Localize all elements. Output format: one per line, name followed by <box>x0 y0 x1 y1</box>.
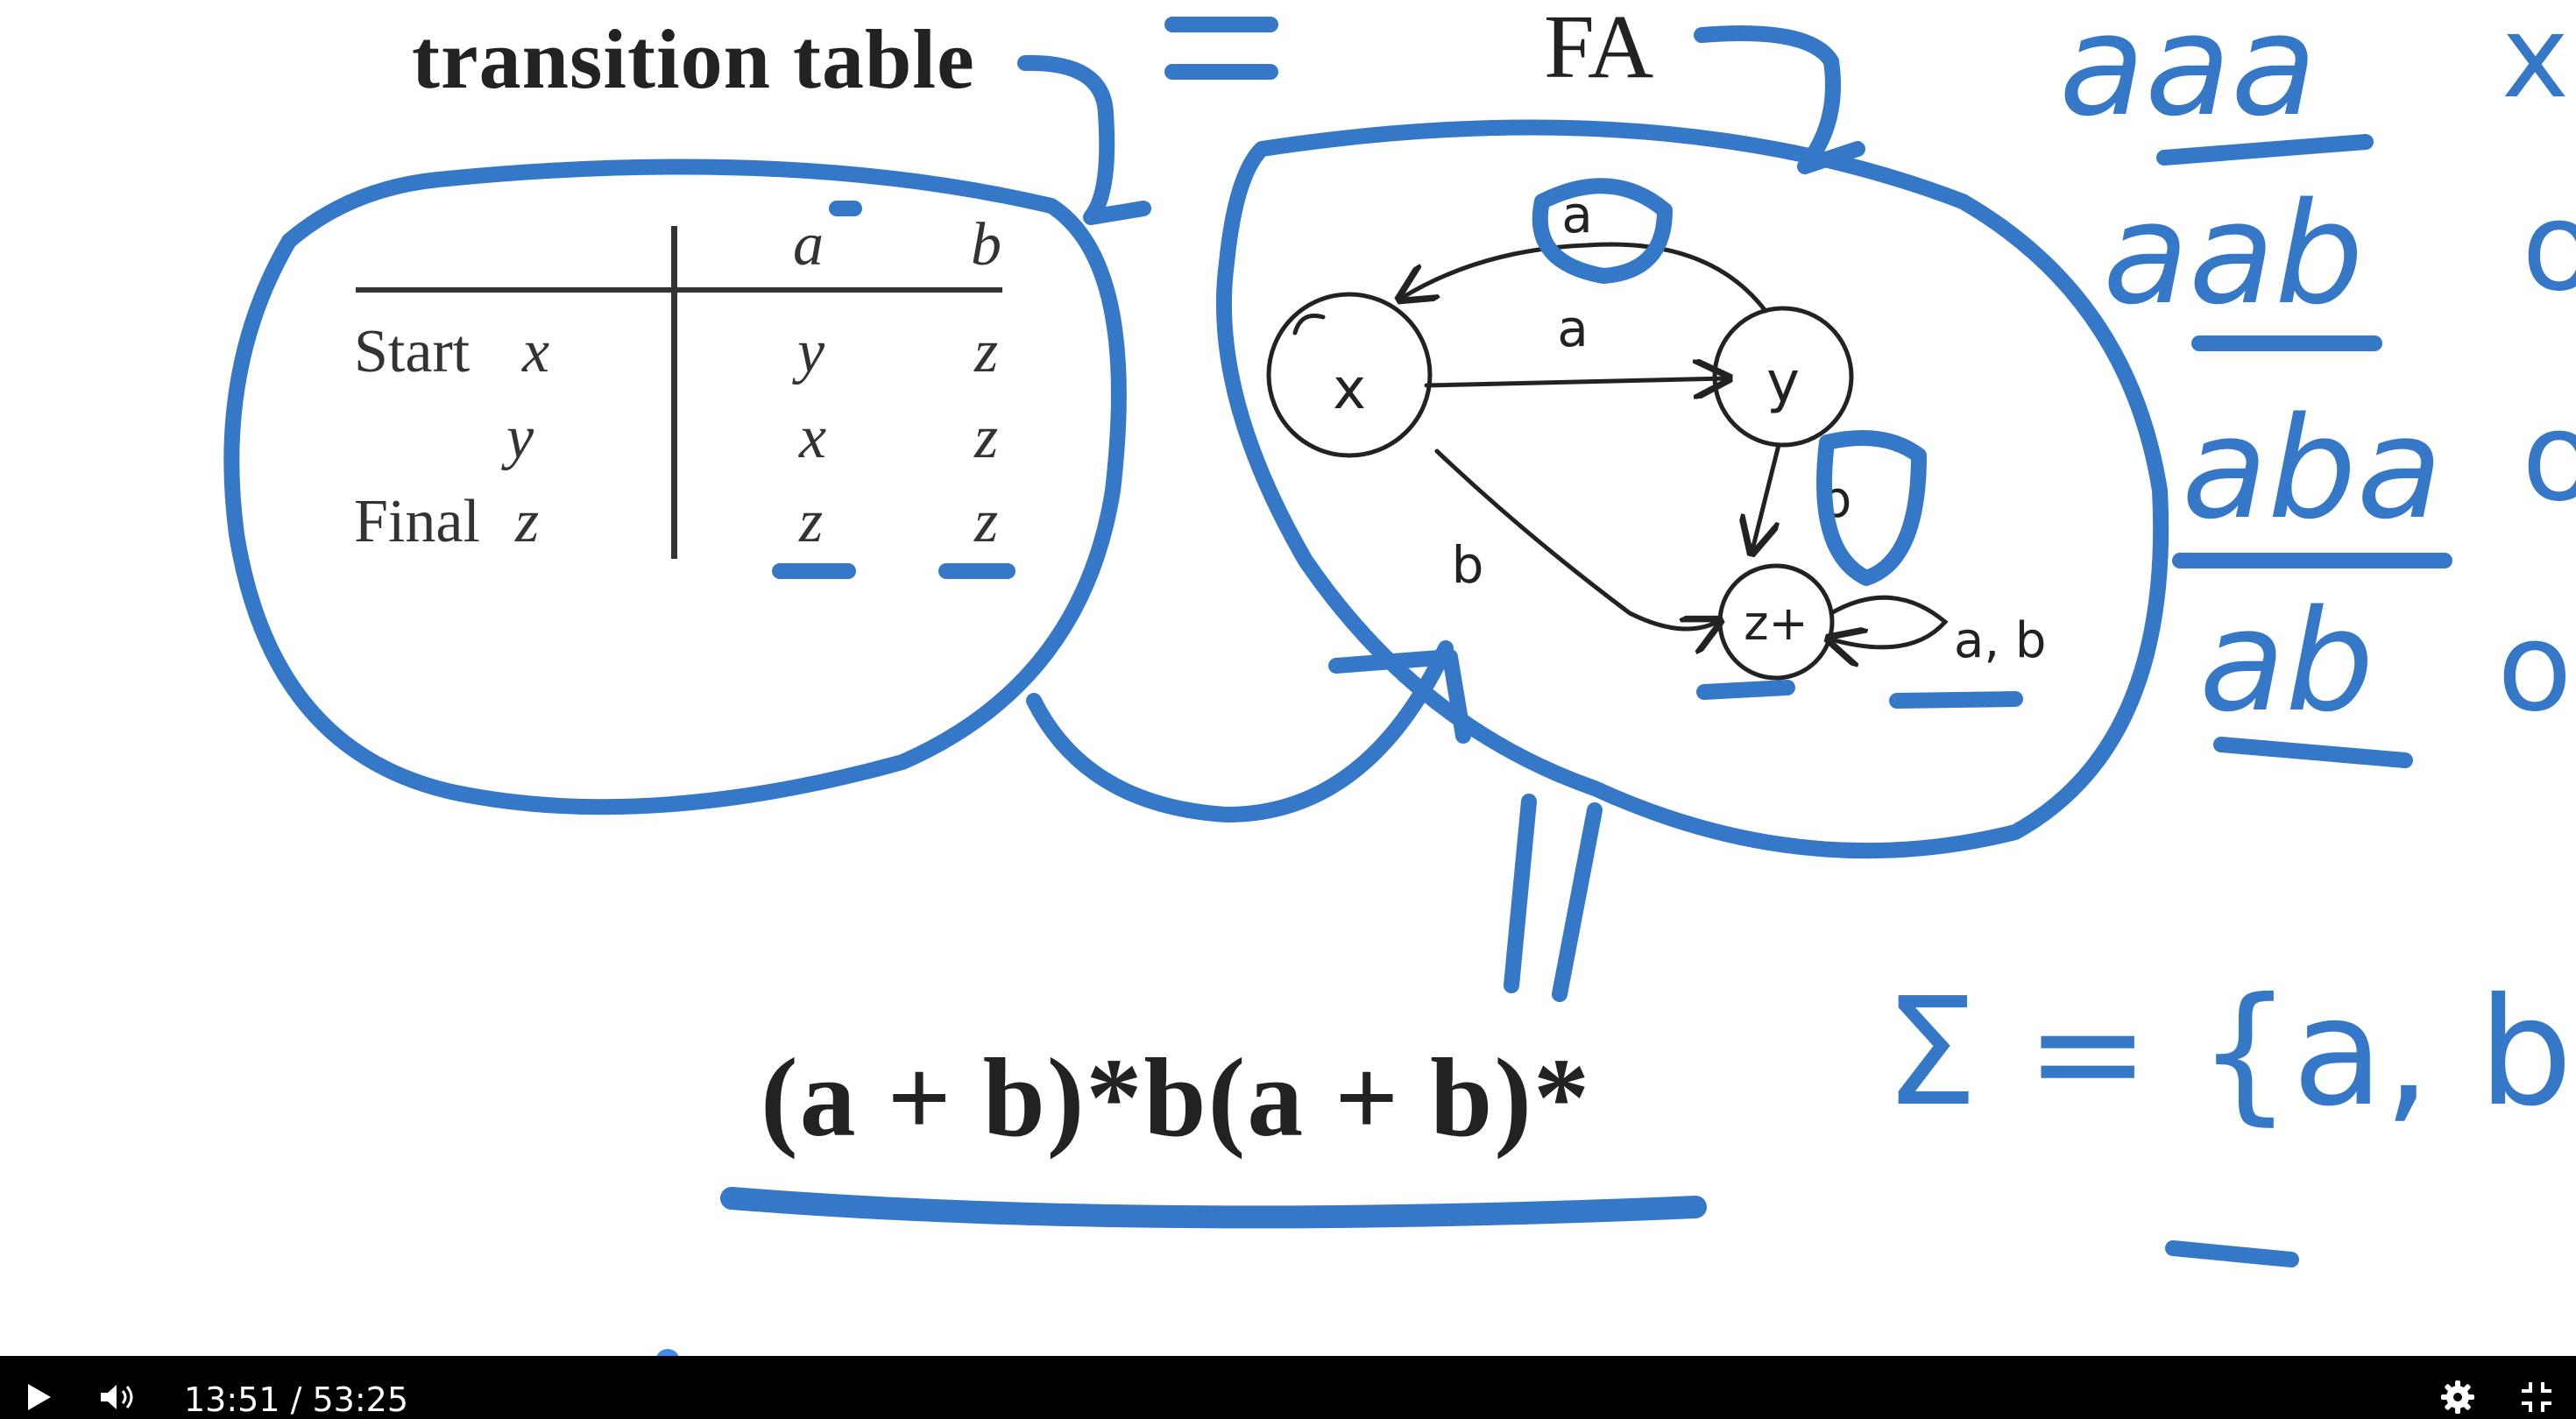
time-readout: 13:51 / 53:25 <box>184 1380 408 1419</box>
ink-bracket-fa <box>1694 25 1865 174</box>
fa-heading: FA <box>1544 0 1654 97</box>
fa-edge-label: a <box>1557 299 1589 358</box>
duration: 53:25 <box>312 1380 408 1419</box>
ink-string-aab: aab <box>2103 172 2364 335</box>
table-row-state: x <box>522 318 550 385</box>
table-row-state: y <box>506 404 534 471</box>
pen-annotations: aaa aab aba ab x o o o Σ = {a, b} <box>223 0 2576 1267</box>
table-cell: z <box>974 488 999 555</box>
fa-state-x <box>1266 292 1433 458</box>
table-col-header-b: b <box>971 211 1001 279</box>
transition-table-heading: transition table <box>412 12 975 106</box>
ink-fa-circle-b <box>1816 430 1927 586</box>
fa-state-x-label: x <box>1333 357 1366 422</box>
ink-fa-tick-ab <box>1889 691 2023 709</box>
table-cell: z <box>799 488 824 555</box>
table-header-rule <box>356 287 1002 293</box>
exit-fullscreen-icon <box>2522 1382 2551 1412</box>
fa-state-z-label: z+ <box>1744 596 1808 651</box>
regular-expression: (a + b)*b(a + b)* <box>761 1035 1591 1160</box>
ink-bracket-table <box>1017 54 1151 225</box>
ink-connector-arc <box>1026 640 1454 822</box>
table-cell: x <box>799 404 827 471</box>
fa-edge-x-z <box>1434 448 1717 629</box>
current-time: 13:51 <box>184 1380 280 1419</box>
ink-sigma-underline <box>2165 1240 2299 1267</box>
ink-string-aba: aba <box>2182 386 2443 550</box>
fa-start-arrow <box>1292 314 1326 335</box>
transition-table: a b Start x y z y x z Final z z z <box>342 210 1025 578</box>
ink-aaa-underline <box>2156 134 2374 166</box>
table-column-rule <box>671 226 677 559</box>
table-cell: y <box>797 318 825 385</box>
ink-regex-underline <box>720 1187 1707 1229</box>
table-cell: z <box>974 404 999 471</box>
ink-fa-tick <box>1696 680 1795 700</box>
table-row-label: Final <box>354 488 480 555</box>
fa-loop-z <box>1831 595 1949 647</box>
table-cell: z <box>974 318 999 385</box>
ink-fa-circle-a <box>1532 178 1673 284</box>
table-col-header-a: a <box>793 211 824 279</box>
settings-button[interactable] <box>2436 1375 2480 1419</box>
ink-parallel-2 <box>1552 802 1603 1002</box>
ink-verdict: o <box>2522 386 2576 529</box>
exit-fullscreen-button[interactable] <box>2515 1375 2558 1419</box>
ink-table-loop <box>223 159 1127 815</box>
volume-button[interactable] <box>95 1375 142 1419</box>
fa-state-y-label: y <box>1766 350 1800 415</box>
table-row-label: Start <box>354 318 471 385</box>
play-icon <box>28 1384 51 1410</box>
ink-ab-underline <box>2213 737 2413 768</box>
table-row-state: z <box>515 488 540 555</box>
video-player-controls: 13:51 / 53:25 <box>0 1356 2576 1419</box>
ink-verdict: x <box>2502 0 2569 124</box>
ink-verdict: o <box>2497 597 2572 739</box>
fa-edge-label: a, b <box>1954 612 2046 669</box>
ink-string-aaa: aaa <box>2059 0 2317 147</box>
play-button[interactable] <box>19 1375 60 1419</box>
fa-edge-y-x <box>1402 242 1768 314</box>
ink-parallel-1 <box>1504 794 1537 993</box>
volume-icon <box>101 1385 133 1409</box>
fa-edge-x-y <box>1424 378 1726 385</box>
ink-fa-loop <box>1215 119 2169 859</box>
lecture-video-frame[interactable]: transition table FA a b Start x y z y x … <box>0 0 2576 1356</box>
ink-verdict: o <box>2522 176 2576 319</box>
ink-string-ab: ab <box>2199 579 2374 743</box>
gear-icon <box>2441 1380 2474 1414</box>
ink-connector-arrow <box>1328 649 1471 744</box>
fa-edge-y-z <box>1752 442 1781 550</box>
ink-alphabet: Σ = {a, b} <box>1884 966 2576 1140</box>
fa-edge-label: b <box>1452 535 1484 595</box>
